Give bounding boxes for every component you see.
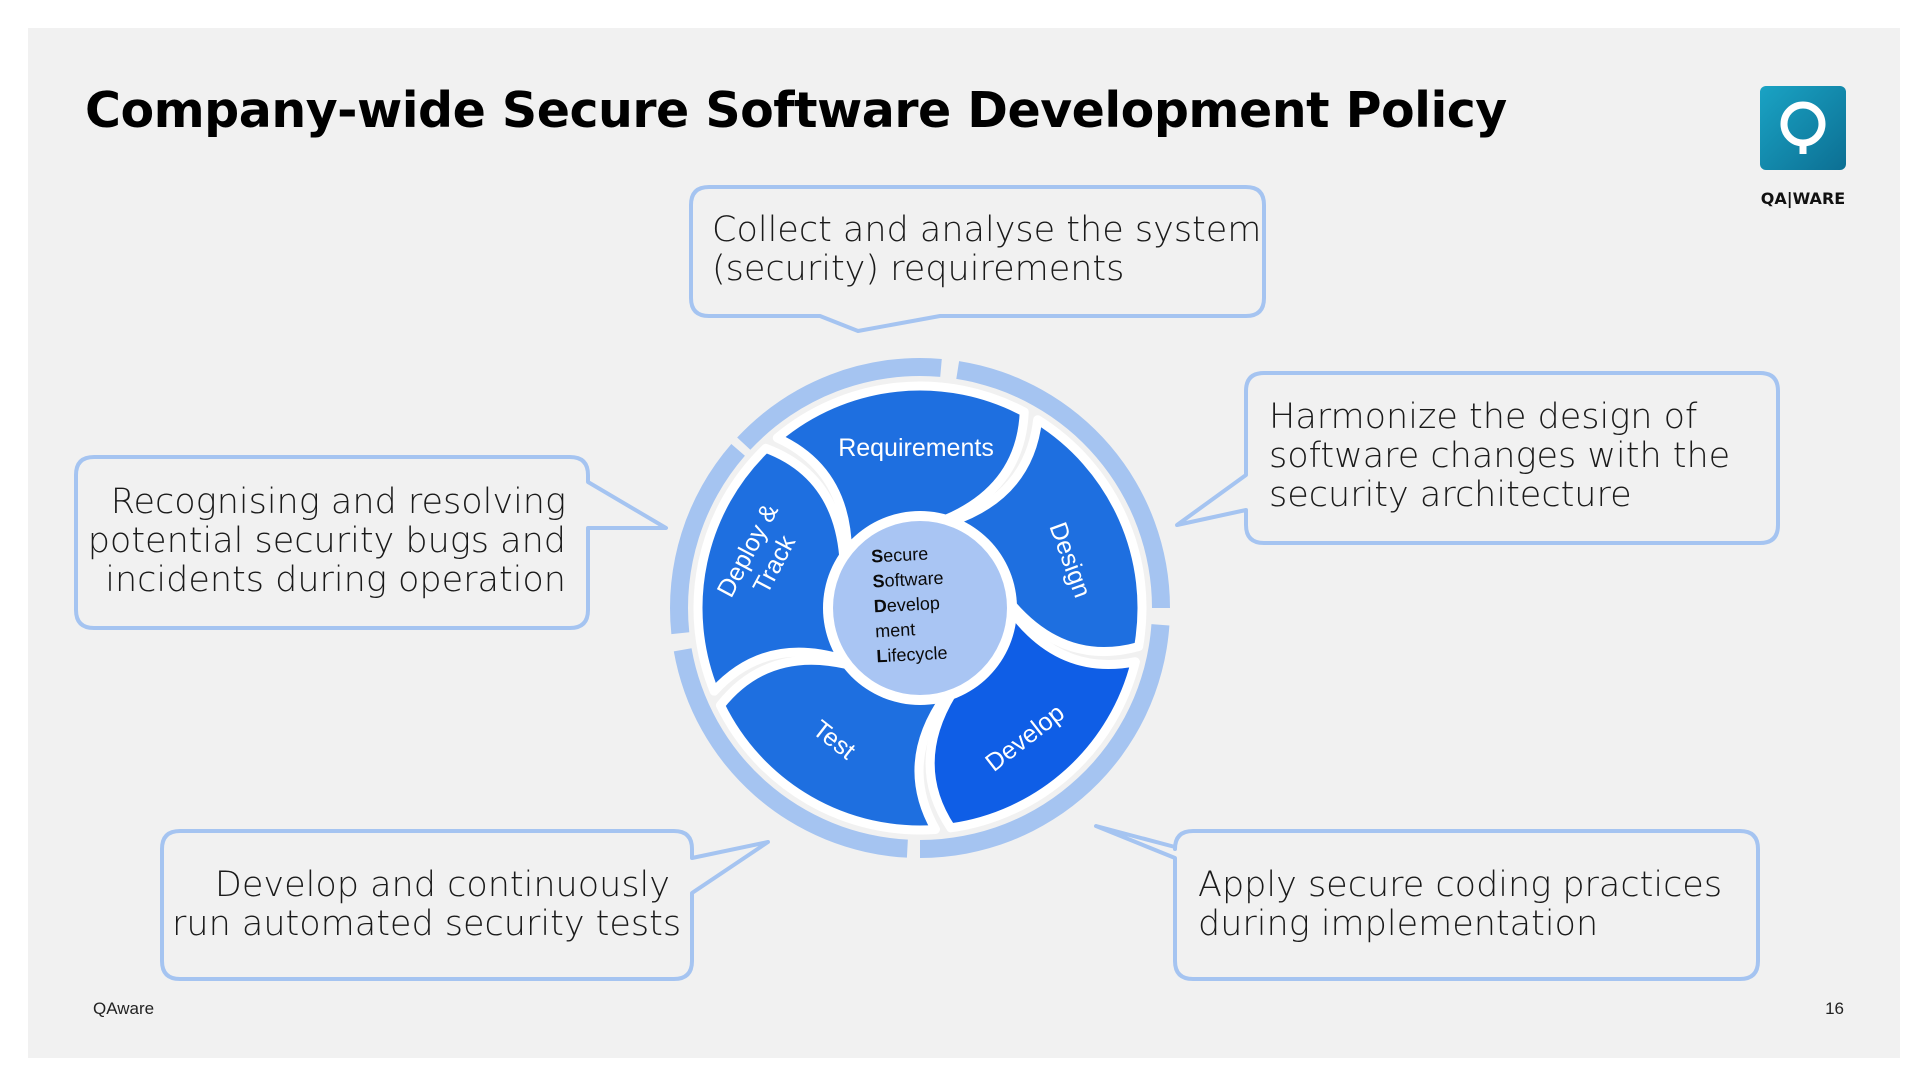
callout-bubble-deploy <box>74 455 668 630</box>
outer-ring-segment <box>956 361 1170 608</box>
page-title: Company-wide Secure Software Development… <box>85 82 1507 139</box>
callout-bubble-develop <box>1094 824 1760 981</box>
callout-requirements-text: Collect and analyse the system(security)… <box>712 210 1262 289</box>
outer-ring-segment <box>670 443 745 635</box>
segment-develop <box>925 606 1140 833</box>
company-logo <box>1760 86 1846 170</box>
segment-test <box>715 655 950 835</box>
q-ring-icon <box>1780 101 1826 154</box>
page-number: 16 <box>1825 999 1844 1018</box>
center-circle <box>833 521 1007 695</box>
outer-ring-segment <box>920 624 1170 858</box>
segment-label: Requirements <box>838 434 994 462</box>
outer-ring-segment <box>673 648 908 858</box>
callout-bubble-test <box>160 829 770 981</box>
logo-wordmark: QA|WARE <box>1760 189 1846 208</box>
segment-requirements <box>772 381 1029 556</box>
lifecycle-wheel: SecureSoftwareDevelopmentLifecycle Requir… <box>670 358 1170 858</box>
segment-design <box>946 415 1147 657</box>
center-label: SecureSoftwareDevelopmentLifecycle <box>871 543 948 667</box>
footer-company: QAware <box>93 999 155 1018</box>
outer-ring-segment <box>737 358 942 450</box>
callout-bubble-design <box>1175 371 1780 545</box>
callout-bubble-requirements <box>689 185 1266 333</box>
segment-deploy-track <box>693 443 849 696</box>
